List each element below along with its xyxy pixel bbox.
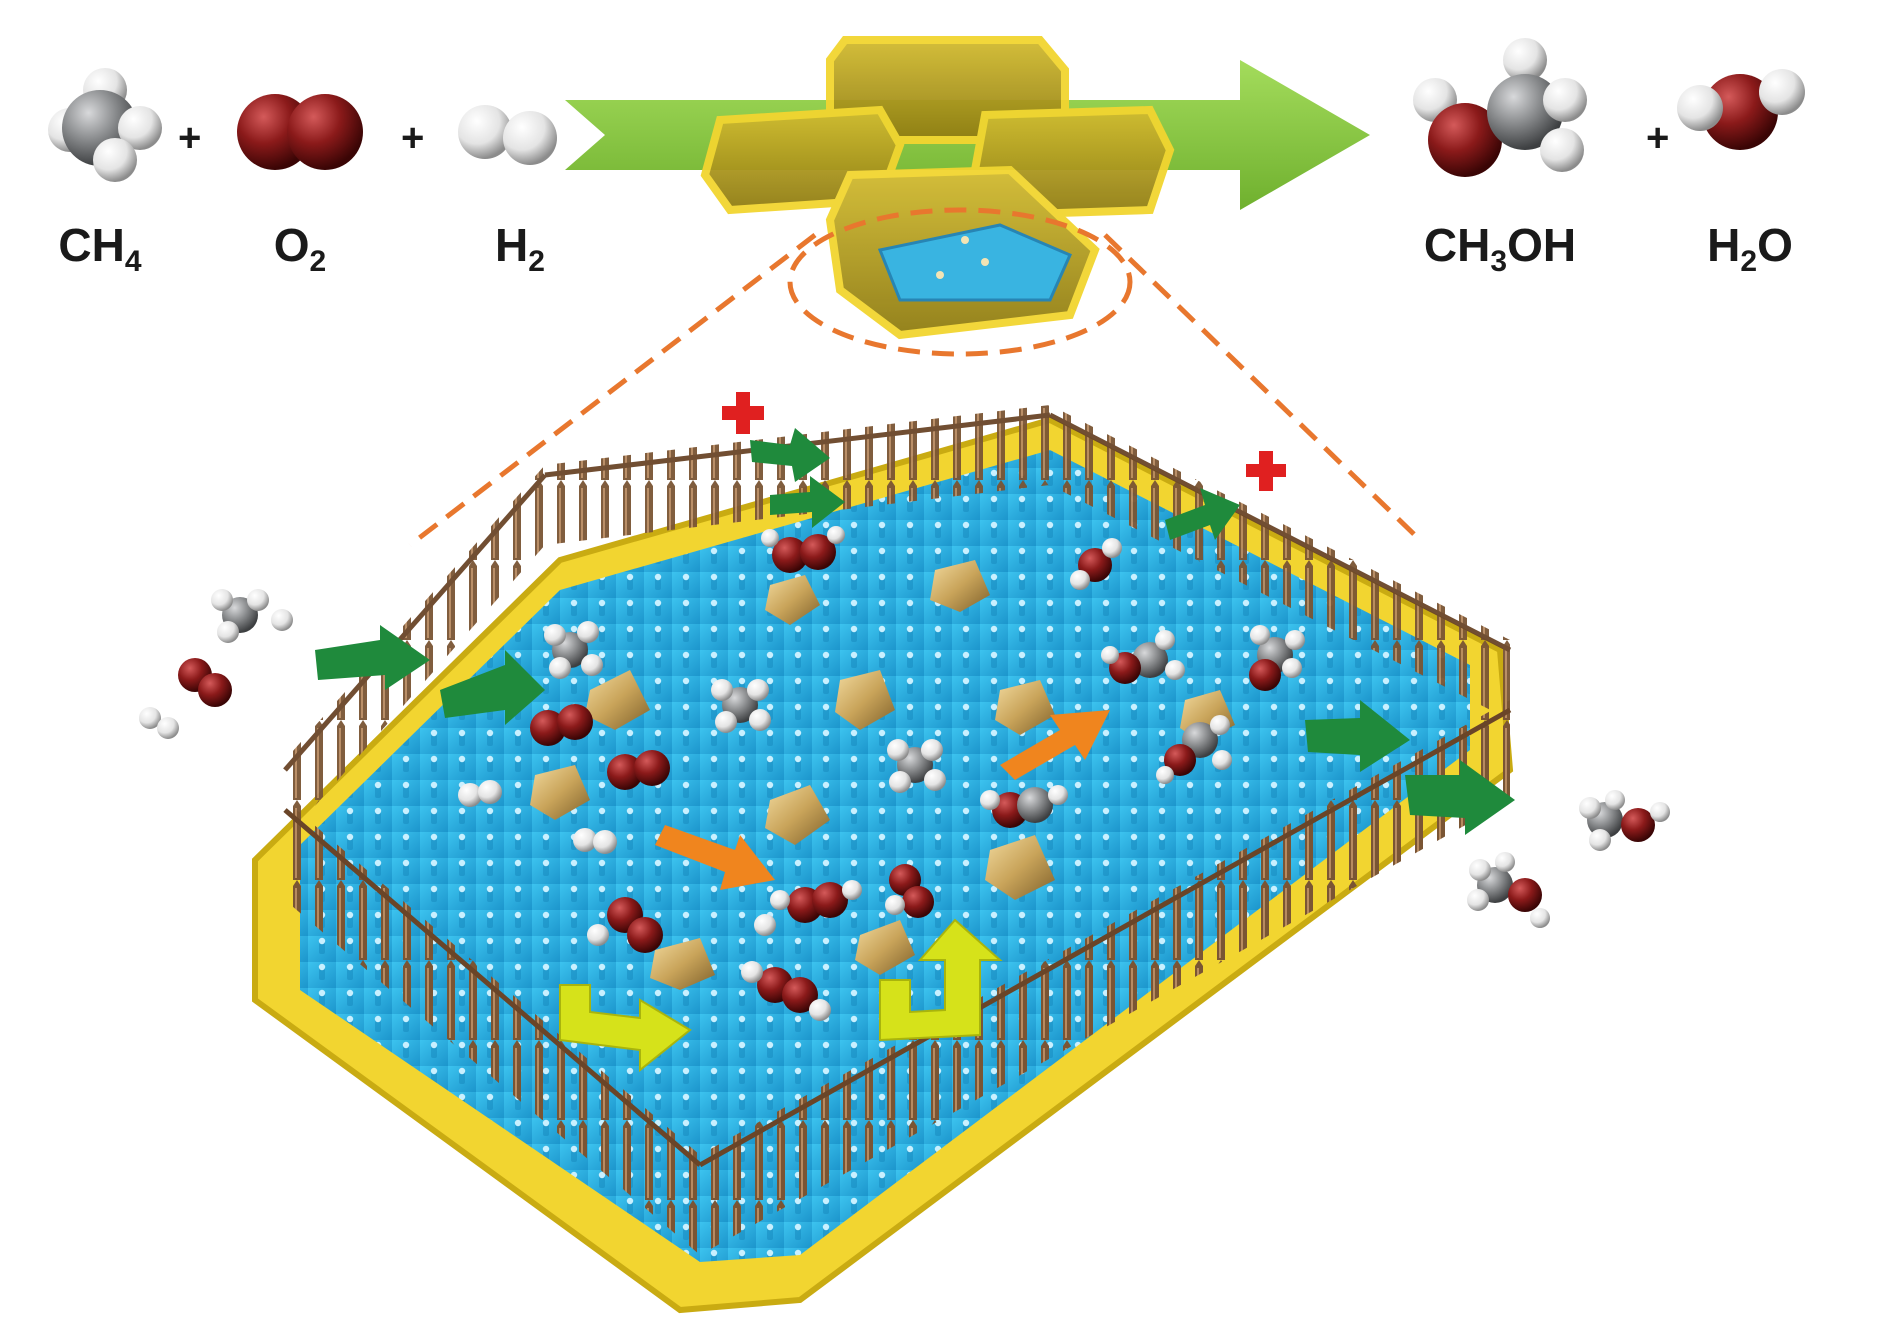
blocked-arrow-top [750,428,1240,540]
water-inside-2 [741,961,831,1021]
o2-outside-left [178,658,232,707]
hydrogen-molecule-reactant [458,105,557,165]
inner-arrow-yellow-1 [559,984,692,1073]
outlet-arrow-right [1305,700,1515,835]
formula-ch3oh-sub: 3 [1490,245,1508,278]
methane-inside-3 [887,739,946,793]
inner-arrow-orange-2 [655,825,775,890]
h2-outside-left [139,707,179,739]
gold-particles [530,560,1235,990]
methanol-inside-2 [1249,625,1305,691]
methanol-inside-4 [980,785,1068,828]
methane-outside-left [211,589,293,643]
formula-ch4-base: CH [58,219,125,271]
methane-inside-2 [711,679,771,733]
zeolite-crystal-cluster [700,36,1175,340]
plus-sign-3: + [1646,116,1670,160]
formula-h2o-base: H [1707,219,1741,271]
o2-inside-5 [587,897,663,953]
h2-inside-1 [458,780,502,807]
formula-ch4: CH4 [40,222,160,277]
methane-molecule-reactant [48,68,162,182]
inner-arrow-orange-1 [1000,710,1110,780]
formula-h2o-sub: 2 [1740,245,1758,278]
oxygen-molecule-reactant [237,94,363,170]
plus-sign-1: + [178,116,202,160]
methanol-outside-right-2 [1467,852,1550,928]
formula-o2-sub: 2 [309,245,327,278]
o2-inside-2 [530,704,593,746]
formula-h2o-tail: O [1757,219,1793,271]
blocked-marker-1 [722,392,764,434]
water-molecule-product [1677,69,1805,150]
o2-inside-4 [885,864,934,918]
h2-inside-2 [573,828,617,854]
formula-o2-base: O [273,219,310,271]
methanol-outside-right-1 [1579,790,1670,851]
zoom-line-left [408,233,817,547]
methanol-inside-3 [1156,715,1232,784]
inner-arrow-yellow-2 [879,918,1003,1042]
methanol-molecule-product [1413,38,1587,177]
methanol-inside-1 [1101,630,1185,684]
water-inside-1 [1070,538,1122,590]
fence-front [283,700,1512,1255]
zoom-line-right [1103,233,1422,542]
methane-inside-1 [544,621,603,679]
water-pool [300,450,1470,1262]
o2-inside-3 [607,750,670,790]
formula-h2-base: H [495,219,529,271]
formula-ch3oh: CH3OH [1400,222,1600,277]
plus-sign-2: + [401,116,425,160]
formula-h2-sub: 2 [528,245,545,278]
blocked-marker-2 [1246,451,1286,491]
formula-ch3oh-tail: OH [1507,219,1577,271]
formula-o2: O2 [260,222,340,277]
o2-inside-1 [761,526,845,573]
formula-ch3oh-base: CH [1423,219,1491,271]
formula-h2: H2 [480,222,560,277]
formula-ch4-sub: 4 [124,245,142,278]
methanol-inside-5 [754,880,862,936]
inlet-arrow-left [315,625,545,725]
formula-h2o: H2O [1680,222,1820,277]
zoom-ellipse [787,207,1133,357]
